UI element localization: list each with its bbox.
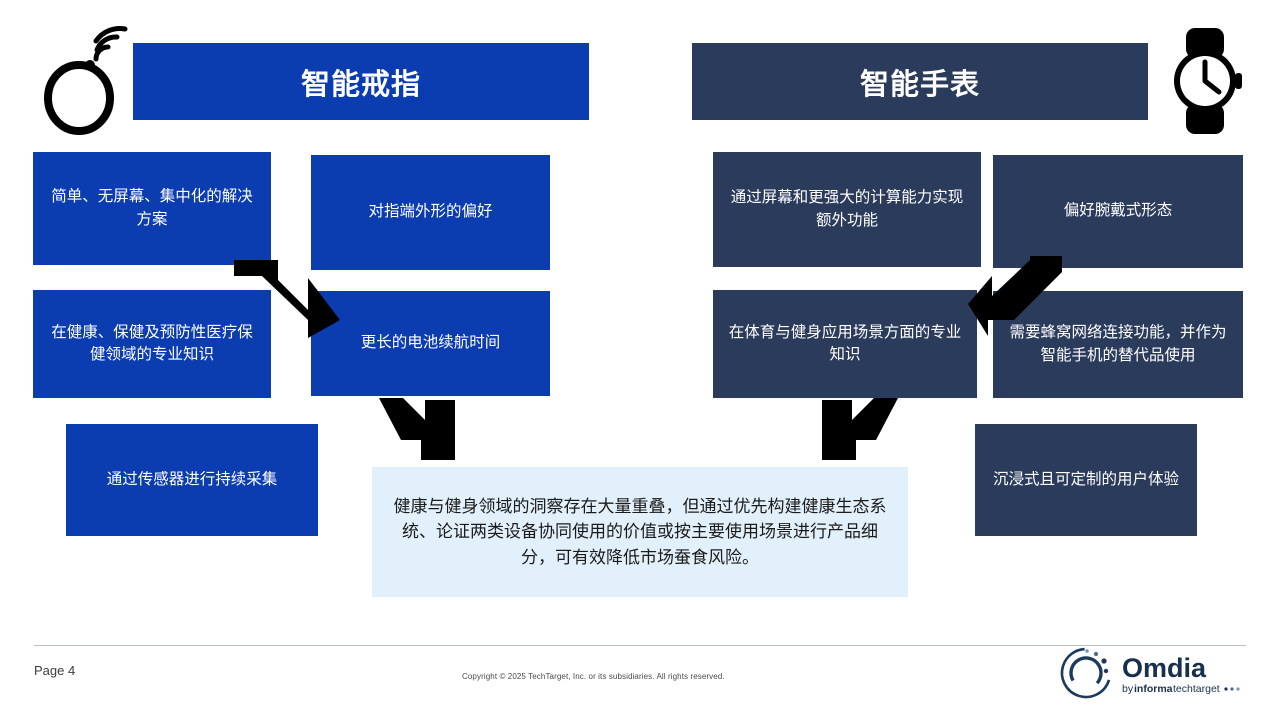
summary-text: 健康与健身领域的洞察存在大量重叠，但通过优先构建健康生态系统、论证两类设备协同使… (393, 496, 887, 567)
smart-ring-icon (38, 26, 128, 136)
watch-attribute-text: 沉浸式且可定制的用户体验 (992, 470, 1179, 488)
ring-title-text: 智能戒指 (300, 68, 421, 101)
arrow-up-right-icon (968, 256, 1064, 338)
ring-attribute-box: 对指端外形的偏好 (311, 155, 550, 270)
ring-column-title: 智能戒指 (133, 43, 589, 120)
watch-attribute-box: 需要蜂窝网络连接功能，并作为智能手机的替代品使用 (993, 291, 1243, 398)
watch-attribute-box: 偏好腕戴式形态 (993, 155, 1243, 268)
omdia-mark (1060, 647, 1112, 699)
summary-callout-box: 健康与健身领域的洞察存在大量重叠，但通过优先构建健康生态系统、论证两类设备协同使… (372, 467, 908, 597)
svg-text:by: by (1122, 683, 1134, 695)
ring-attribute-text: 简单、无屏幕、集中化的解决方案 (51, 188, 253, 228)
svg-text:informa: informa (1134, 683, 1173, 695)
watch-column-title: 智能手表 (692, 43, 1148, 120)
watch-attribute-text: 偏好腕戴式形态 (1063, 202, 1173, 220)
watch-attribute-text: 在体育与健身应用场景方面的专业知识 (728, 323, 962, 363)
ring-attribute-box: 在健康、保健及预防性医疗保健领域的专业知识 (33, 290, 271, 398)
omdia-wordmark: Omdia (1122, 653, 1207, 683)
ring-attribute-text: 更长的电池续航时间 (360, 334, 501, 352)
ring-attribute-box: 通过传感器进行持续采集 (66, 424, 318, 536)
copyright-text: Copyright © 2025 TechTarget, Inc. or its… (462, 672, 725, 681)
ring-attribute-text: 在健康、保健及预防性医疗保健领域的专业知识 (51, 323, 253, 363)
arrow-down-right-icon (232, 258, 342, 340)
arrow-down-left-icon (818, 394, 900, 464)
ring-attribute-text: 对指端外形的偏好 (368, 203, 493, 221)
watch-attribute-text: 需要蜂窝网络连接功能，并作为智能手机的替代品使用 (1009, 324, 1227, 364)
watch-title-text: 智能手表 (859, 68, 980, 101)
omdia-logo: Omdia by informa techtarget (1058, 645, 1254, 701)
watch-attribute-box: 在体育与健身应用场景方面的专业知识 (713, 290, 977, 398)
watch-attribute-box: 沉浸式且可定制的用户体验 (975, 424, 1197, 536)
watch-attribute-text: 通过屏幕和更强大的计算能力实现额外功能 (730, 189, 964, 229)
footer-divider (34, 645, 1246, 646)
omdia-tagline: by informa techtarget (1122, 683, 1220, 695)
smart-watch-icon (1160, 26, 1250, 136)
svg-text:techtarget: techtarget (1173, 683, 1220, 695)
watch-attribute-box: 通过屏幕和更强大的计算能力实现额外功能 (713, 152, 981, 267)
ring-attribute-box: 简单、无屏幕、集中化的解决方案 (33, 152, 271, 265)
arrow-down-right-icon (377, 394, 459, 464)
ring-attribute-text: 通过传感器进行持续采集 (106, 470, 278, 488)
ring-attribute-box: 更长的电池续航时间 (311, 291, 550, 396)
page-number-label: Page 4 (34, 663, 76, 678)
